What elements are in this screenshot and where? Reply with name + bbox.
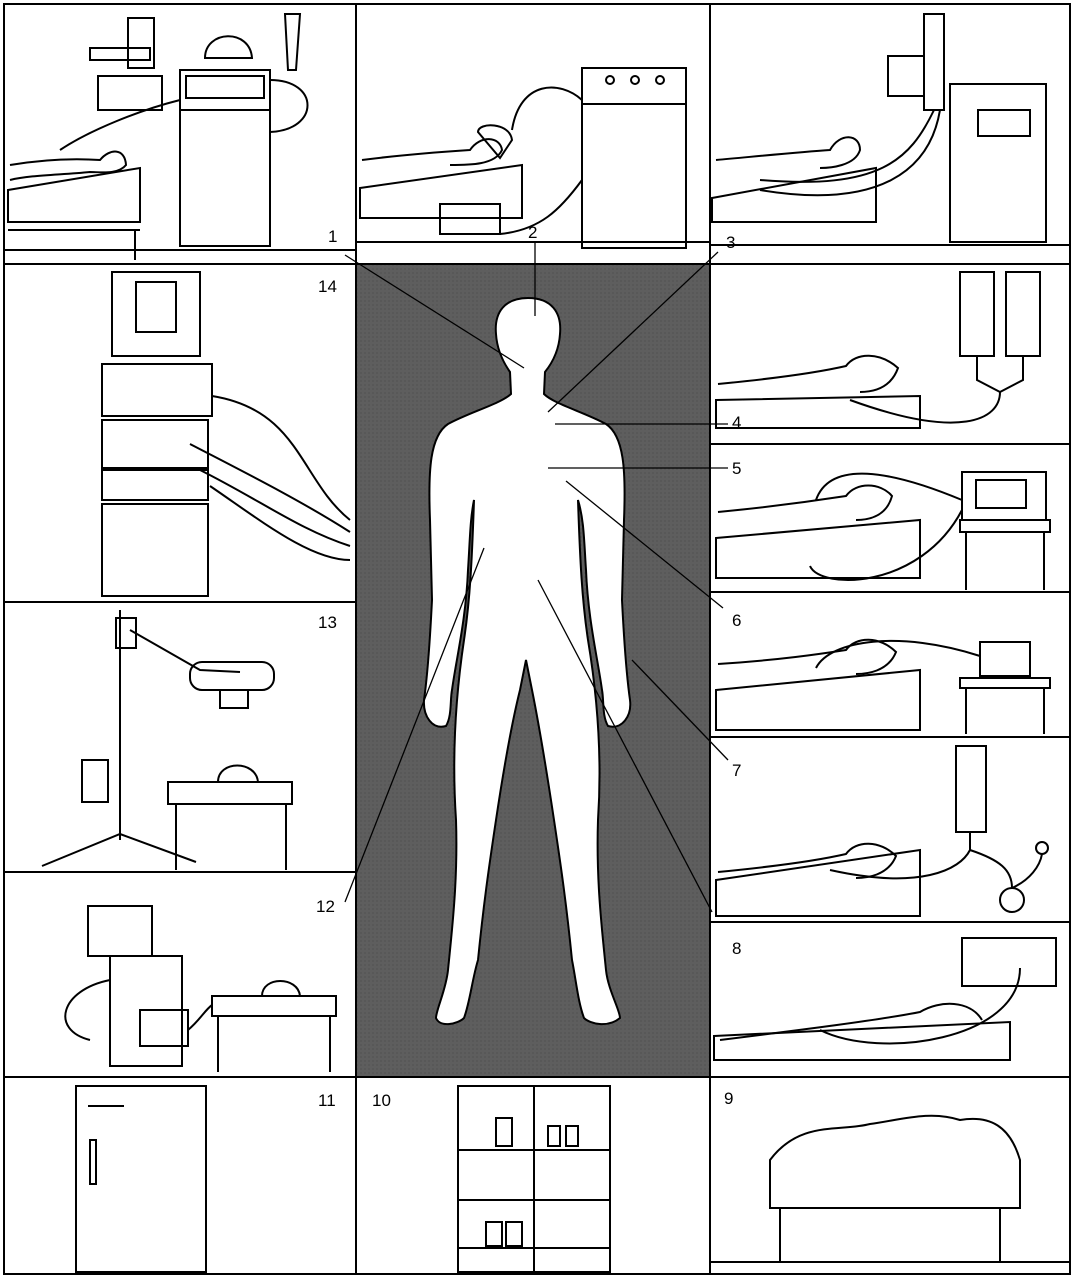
- panel-3-illustration: [710, 14, 1070, 245]
- label-8: 8: [732, 939, 741, 958]
- panel-11-illustration: [76, 1086, 206, 1272]
- panel-5-illustration: [716, 472, 1050, 590]
- label-2: 2: [528, 223, 537, 242]
- label-14: 14: [318, 277, 337, 296]
- panel-4-illustration: [716, 272, 1040, 428]
- panel-13-illustration: [42, 610, 292, 870]
- label-3: 3: [726, 233, 735, 252]
- panel-10-illustration: [458, 1086, 610, 1272]
- label-4: 4: [732, 413, 741, 432]
- label-1: 1: [328, 227, 337, 246]
- panel-1-illustration: [4, 14, 356, 260]
- panel-6-illustration: [716, 640, 1050, 734]
- panel-12-illustration: [65, 906, 336, 1072]
- label-12: 12: [316, 897, 335, 916]
- panel-9-illustration: [770, 1116, 1020, 1262]
- label-5: 5: [732, 459, 741, 478]
- panel-14-illustration: [102, 272, 350, 596]
- panel-8-illustration: [714, 938, 1056, 1060]
- label-9: 9: [724, 1089, 733, 1108]
- label-6: 6: [732, 611, 741, 630]
- label-7: 7: [732, 761, 741, 780]
- panel-7-illustration: [716, 746, 1048, 916]
- label-11: 11: [318, 1091, 336, 1110]
- label-13: 13: [318, 613, 337, 632]
- panel-2-illustration: [357, 68, 710, 248]
- label-10: 10: [372, 1091, 391, 1110]
